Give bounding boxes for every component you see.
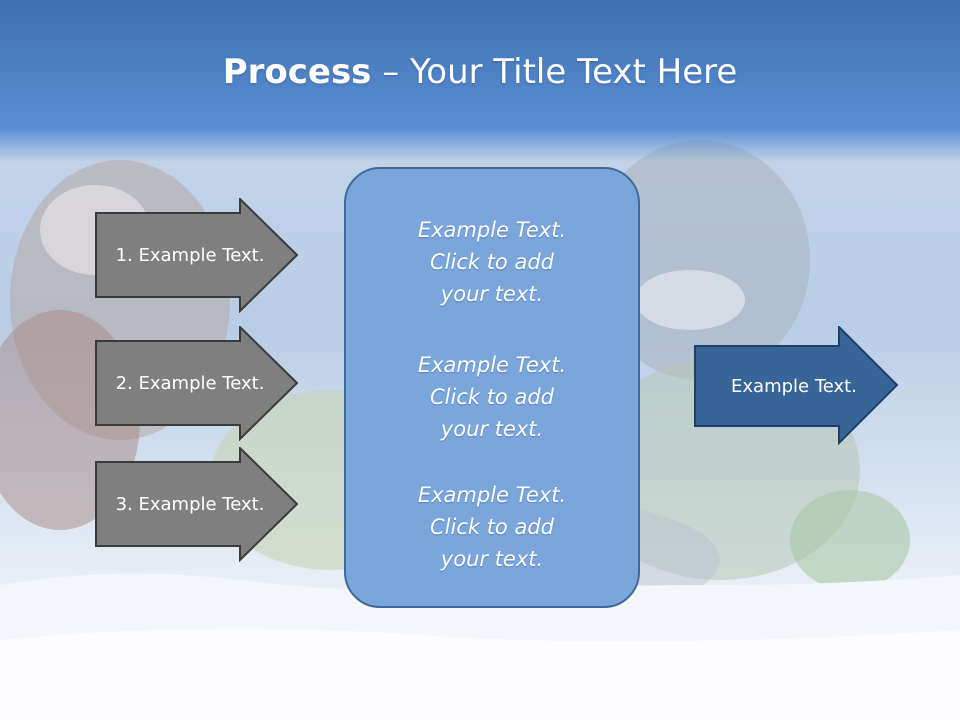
center-text-block-1[interactable]: Example Text. Click to add your text. — [417, 218, 567, 306]
center-text-block-2[interactable]: Example Text. Click to add your text. — [417, 353, 567, 441]
process-step-arrow-1[interactable]: 1. Example Text. — [95, 198, 300, 313]
center-text-box[interactable]: Example Text. Click to add your text. Ex… — [344, 167, 640, 608]
arrow-shape — [95, 447, 299, 562]
step-label-3: 3. Example Text. — [115, 494, 265, 515]
step-label-1: 1. Example Text. — [115, 245, 265, 266]
page-title: Process – Your Title Text Here — [0, 52, 960, 92]
arrow-shape — [95, 326, 299, 441]
arrow-shape — [95, 198, 299, 313]
result-arrow[interactable]: Example Text. — [694, 326, 900, 446]
title-rest: – Your Title Text Here — [371, 52, 738, 92]
title-bold: Process — [222, 52, 372, 92]
center-text-block-3[interactable]: Example Text. Click to add your text. — [417, 483, 567, 571]
step-label-2: 2. Example Text. — [115, 373, 265, 394]
process-step-arrow-3[interactable]: 3. Example Text. — [95, 447, 300, 562]
arrow-shape — [694, 326, 899, 446]
result-label: Example Text. — [731, 375, 857, 397]
process-step-arrow-2[interactable]: 2. Example Text. — [95, 326, 300, 441]
